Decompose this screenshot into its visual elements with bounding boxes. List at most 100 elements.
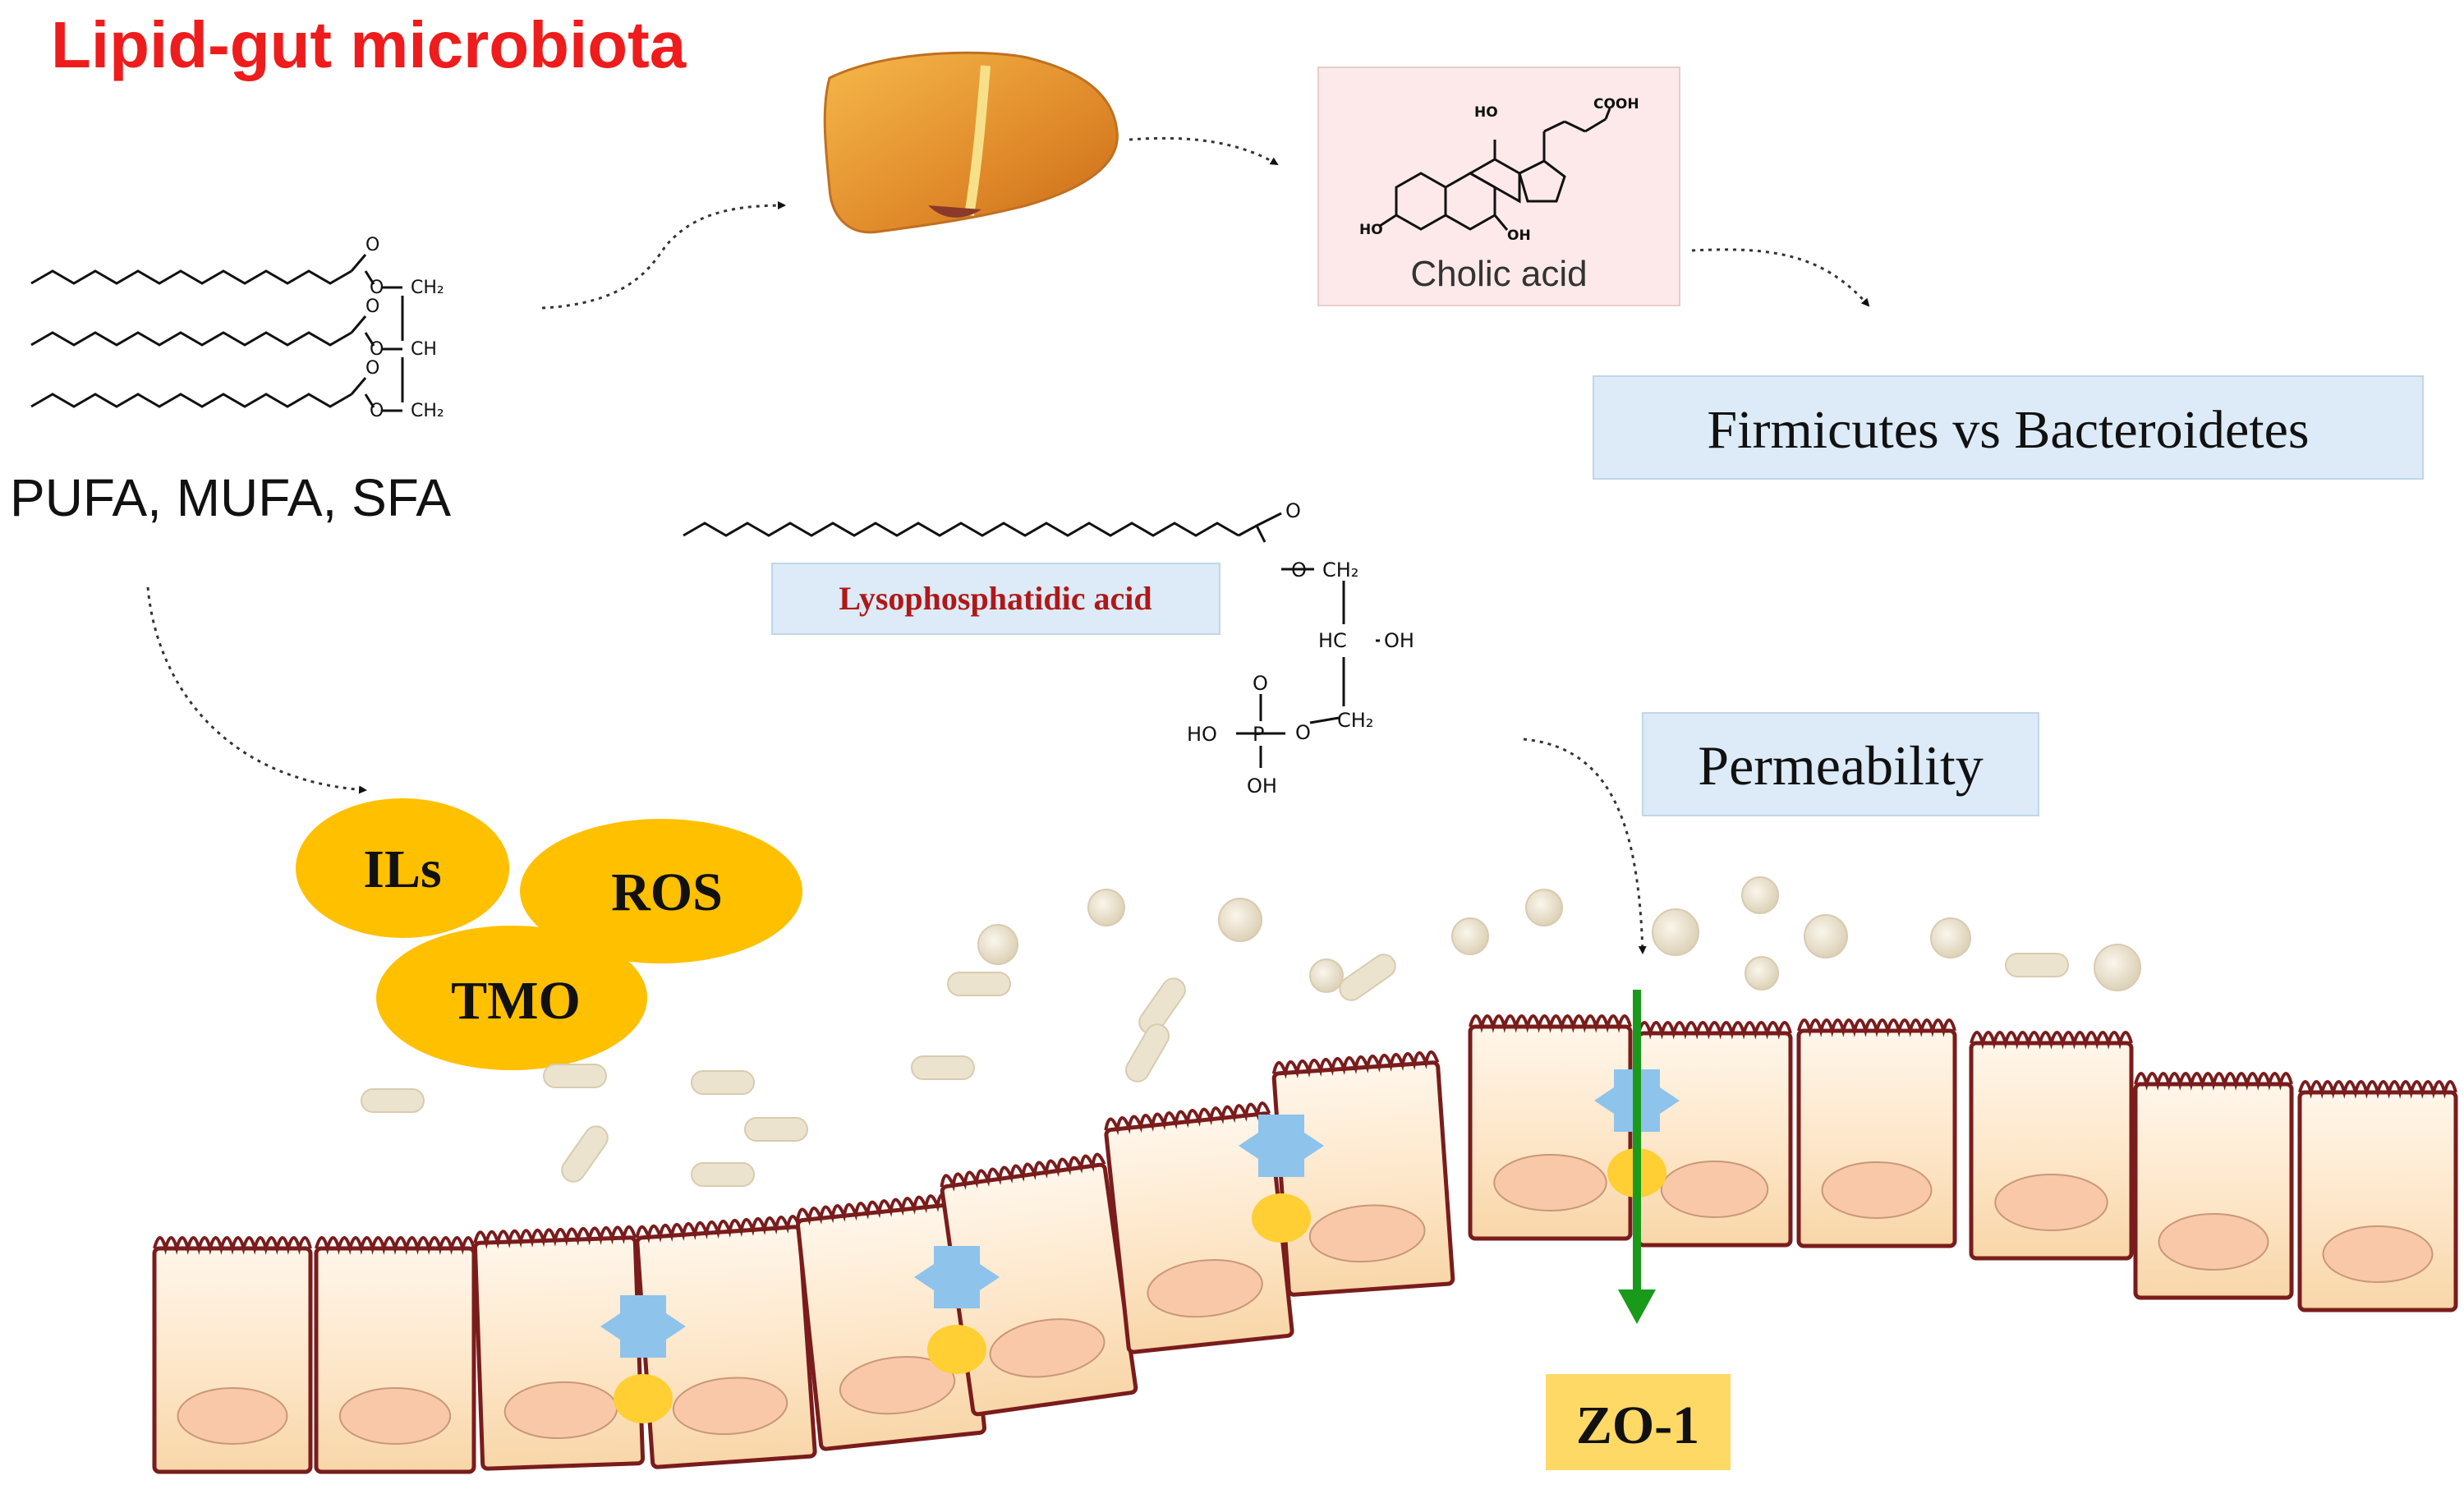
- cell-nucleus: [1821, 1161, 1933, 1219]
- cell-nucleus: [672, 1377, 788, 1436]
- rod-bacterium: [361, 1088, 425, 1113]
- permeability-box: [1642, 712, 2039, 816]
- triglyceride-atoms: O O O O O O CH₂ CH CH₂: [365, 235, 444, 421]
- coccus-bacterium: [977, 924, 1018, 965]
- rod-bacterium: [911, 1055, 975, 1080]
- coccus-bacterium: [2094, 944, 2141, 991]
- microvilli: [1970, 1031, 2133, 1050]
- tight-junction-layer: [600, 1069, 1680, 1423]
- atom-ho: HO: [1474, 104, 1498, 121]
- rod-bacterium: [561, 1125, 609, 1183]
- tight-junction: [600, 1295, 686, 1423]
- atom-o: O: [365, 297, 379, 317]
- rod-bacterium: [1125, 1023, 1170, 1083]
- cell-nucleus: [338, 1387, 452, 1445]
- atom-o: O: [1285, 499, 1301, 522]
- microvilli: [1271, 1050, 1440, 1079]
- epithelial-cell: [2133, 1072, 2294, 1300]
- zo1-protein: [614, 1374, 673, 1423]
- rod-bacterium: [1339, 954, 1396, 1001]
- microvilli: [2134, 1072, 2293, 1091]
- tmo-label: TMO: [451, 971, 581, 1031]
- atom-o: O: [370, 278, 384, 298]
- firmicutes-box: [1593, 375, 2424, 480]
- cell-nucleus: [989, 1318, 1106, 1378]
- rod-bacterium: [691, 1162, 755, 1187]
- atom-p: P: [1253, 723, 1264, 746]
- zo1-protein: [927, 1325, 986, 1374]
- atom-ch2: CH₂: [1322, 559, 1358, 582]
- coccus-bacterium: [1451, 917, 1489, 955]
- atom-o: O: [370, 339, 384, 360]
- atom-oh: OH: [1384, 629, 1414, 652]
- epithelial-cell: [1636, 1021, 1793, 1248]
- cell-nucleus: [839, 1356, 956, 1415]
- epithelial-cell: [2297, 1080, 2458, 1312]
- firmicutes-label: Firmicutes vs Bacteroidetes: [1707, 400, 2309, 460]
- epithelial-cell: [940, 1152, 1138, 1417]
- bacteria-layer: [361, 876, 2141, 1187]
- cell-nucleus: [1994, 1174, 2108, 1231]
- epithelial-cell: [635, 1214, 817, 1469]
- atom-oh: OH: [1247, 775, 1277, 798]
- atom-o: O: [1295, 721, 1311, 744]
- fatty-acids-label: PUFA, MUFA, SFA: [10, 468, 451, 527]
- cell-nucleus: [1147, 1259, 1263, 1318]
- atom-o: O: [1253, 672, 1268, 695]
- ils-ellipse: [296, 798, 509, 938]
- lpa-atoms: O O CH₂ HC OH O CH₂ P HO O OH: [1187, 499, 1414, 798]
- microvilli: [153, 1236, 312, 1255]
- microvilli: [1104, 1101, 1271, 1136]
- flow-arrows: [146, 136, 1870, 954]
- atom-o: O: [365, 358, 379, 379]
- lpa-label: Lysophosphatidic acid: [839, 580, 1152, 617]
- coccus-bacterium: [1087, 889, 1125, 926]
- epithelial-cell: [472, 1225, 646, 1471]
- coccus-bacterium: [1652, 908, 1699, 956]
- coccus-bacterium: [1745, 956, 1779, 991]
- atom-ho: HO: [1187, 723, 1217, 746]
- rod-bacterium: [2005, 953, 2069, 977]
- triglyceride-structure: [30, 254, 404, 412]
- microvilli: [1637, 1021, 1792, 1040]
- tmo-ellipse: [376, 926, 647, 1070]
- lpa-structure: [683, 512, 1380, 768]
- coccus-bacterium: [1804, 914, 1848, 958]
- cholic-acid-atoms: HO OH HO COOH: [1359, 96, 1639, 244]
- zo1-box: [1546, 1374, 1731, 1470]
- ros-label: ROS: [611, 862, 723, 922]
- epithelial-cell: [152, 1236, 313, 1474]
- atom-ch2: CH₂: [411, 278, 444, 298]
- microvilli: [795, 1192, 963, 1226]
- liver-icon: [823, 51, 1119, 234]
- atom-oh: OH: [1507, 228, 1531, 244]
- cell-nucleus: [1493, 1154, 1607, 1211]
- zo1-label: ZO-1: [1576, 1395, 1699, 1455]
- arrow-fatty-to-inflammation: [146, 586, 367, 794]
- rod-bacterium: [1138, 977, 1186, 1035]
- zo1-protein: [1252, 1193, 1311, 1243]
- microvilli: [635, 1214, 801, 1243]
- permeability-label: Permeability: [1698, 734, 1983, 797]
- rod-bacterium: [543, 1064, 607, 1088]
- atom-ch2: CH₂: [411, 401, 444, 421]
- atom-ho: HO: [1359, 222, 1383, 238]
- microvilli: [473, 1225, 637, 1249]
- green-arrow: [1618, 990, 1656, 1324]
- tight-junction: [914, 1246, 1000, 1374]
- epithelial-cell: [1271, 1050, 1455, 1297]
- coccus-bacterium: [1741, 876, 1779, 914]
- coccus-bacterium: [1930, 917, 1971, 958]
- cell-nucleus: [1660, 1161, 1769, 1218]
- cholic-acid-structure: [1379, 108, 1611, 231]
- cholic-acid-box: [1317, 67, 1680, 306]
- cell-nucleus: [2322, 1225, 2434, 1283]
- epithelial-cell: [314, 1236, 476, 1474]
- microvilli: [2298, 1080, 2457, 1099]
- atom-ch: CH: [411, 339, 437, 360]
- epithelial-cell: [1796, 1018, 1957, 1248]
- microvilli: [1469, 1014, 1632, 1033]
- cell-nucleus: [177, 1387, 288, 1445]
- microvilli: [940, 1152, 1106, 1192]
